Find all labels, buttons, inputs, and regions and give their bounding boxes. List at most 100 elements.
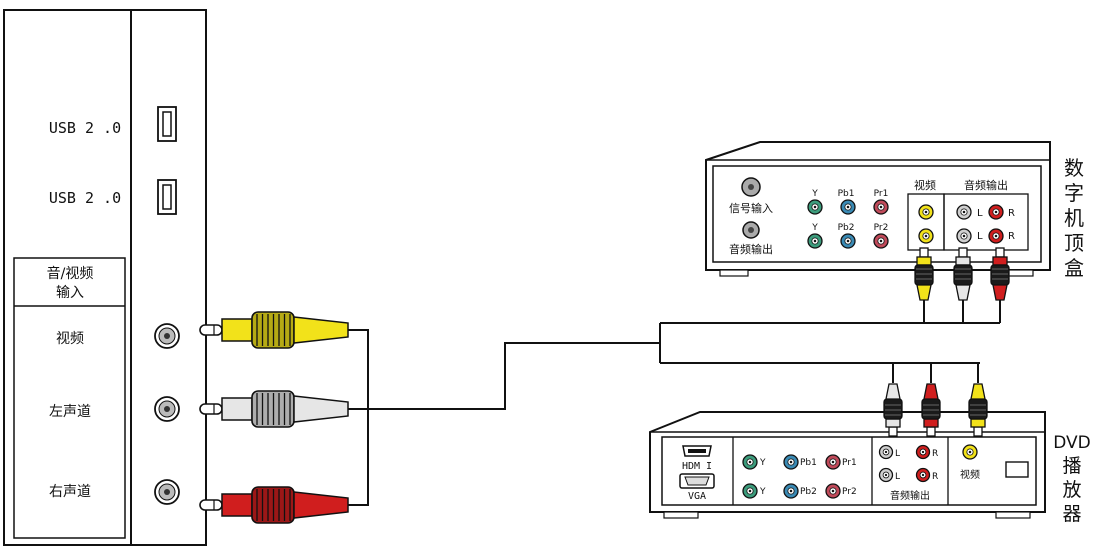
plug-tail — [293, 491, 349, 519]
dvd-y1-label: Y — [759, 458, 766, 468]
right-channel-label: 右声道 — [49, 484, 91, 500]
av-input-label-line1: 音/视频 — [47, 265, 94, 282]
stb-r-label-2: R — [1008, 231, 1015, 242]
tv-right-audio-jack[interactable] — [154, 479, 180, 505]
plug-tail — [992, 284, 1008, 301]
stb-title-char-3: 机 — [1064, 206, 1084, 230]
tv-video-jack[interactable] — [154, 323, 180, 349]
plug-collar — [221, 318, 253, 342]
plug-tail — [885, 383, 901, 400]
stb-audio-l-jack-1[interactable] — [956, 204, 972, 220]
cable-main-run — [368, 342, 660, 410]
stb-white-audio-plug[interactable] — [953, 247, 973, 301]
usb-label-1: USB 2 .0 — [49, 119, 121, 137]
plug-pin — [888, 426, 898, 437]
dvd-title-char-1: 播 — [1062, 455, 1081, 477]
stb-audio-coax-label: 音频输出 — [729, 242, 773, 256]
stb-pr2-jack[interactable] — [873, 233, 889, 249]
stb-audio-l-jack-2[interactable] — [956, 228, 972, 244]
dvd-slot — [1005, 461, 1029, 478]
dvd-pr2-jack[interactable] — [825, 483, 841, 499]
dvd-yellow-video-plug[interactable] — [968, 383, 988, 437]
stb-audio-out-section-label: 音频输出 — [964, 178, 1008, 192]
stb-pb2-label: Pb2 — [838, 223, 855, 233]
plug-grip — [953, 264, 973, 286]
usb-port-1[interactable] — [157, 106, 177, 142]
plug-pin — [199, 403, 223, 415]
stb-l-label-2: L — [977, 231, 983, 242]
dvd-title-char-2: 放 — [1062, 479, 1081, 501]
dvd-r-label-2: R — [932, 472, 938, 482]
plug-collar — [916, 256, 932, 266]
stb-y1-label: Y — [811, 189, 818, 199]
stb-audio-coax-jack[interactable] — [742, 221, 760, 239]
dvd-l-label-1: L — [895, 449, 900, 459]
plug-tail — [916, 284, 932, 301]
stb-red-audio-plug[interactable] — [990, 247, 1010, 301]
set-top-box: 信号输入 音频输出 Y Pb1 Pr1 Y Pb2 Pr2 视频 音频输出 L … — [705, 141, 1084, 280]
white-left-audio-plug[interactable] — [199, 390, 349, 428]
plug-tail — [970, 383, 986, 400]
plug-pin — [199, 499, 223, 511]
stb-signal-input-label: 信号输入 — [729, 201, 773, 215]
dvd-player: HDM I VGA Y Pb1 Pr1 Y Pb2 Pr2 L R L R 音频… — [649, 411, 1091, 525]
av-input-label-line2: 输入 — [56, 285, 84, 301]
dvd-hdmi-port[interactable] — [682, 445, 712, 457]
cable-bundle-tv — [348, 329, 369, 506]
dvd-y1-jack[interactable] — [742, 454, 758, 470]
dvd-audio-l-jack-1[interactable] — [878, 444, 894, 460]
stb-pb1-label: Pb1 — [838, 189, 855, 199]
dvd-pb2-jack[interactable] — [783, 483, 799, 499]
stb-video-out-jack-1[interactable] — [918, 204, 934, 220]
tv-side-panel: USB 2 .0 USB 2 .0 音/视频 输入 视频 左声道 右声道 — [3, 9, 207, 546]
dvd-audio-l-jack-2[interactable] — [878, 467, 894, 483]
dvd-y2-label: Y — [759, 487, 766, 497]
stb-video-out-jack-2[interactable] — [918, 228, 934, 244]
dvd-y2-jack[interactable] — [742, 483, 758, 499]
stb-yellow-video-plug[interactable] — [914, 247, 934, 301]
tv-panel-outline — [3, 9, 207, 546]
dvd-pb1-jack[interactable] — [783, 454, 799, 470]
dvd-title-char-3: 器 — [1062, 503, 1081, 525]
plug-collar — [221, 493, 253, 517]
stb-y2-label: Y — [811, 223, 818, 233]
tv-left-audio-jack[interactable] — [154, 396, 180, 422]
plug-tail — [955, 284, 971, 301]
plug-grip — [921, 398, 941, 420]
stb-audio-box — [943, 193, 1029, 251]
plug-tail — [923, 383, 939, 400]
dvd-audio-r-jack-2[interactable] — [915, 467, 931, 483]
stb-y2-jack[interactable] — [807, 233, 823, 249]
dvd-audio-r-jack-1[interactable] — [915, 444, 931, 460]
stb-pr1-jack[interactable] — [873, 199, 889, 215]
stb-pb2-jack[interactable] — [840, 233, 856, 249]
stb-y1-jack[interactable] — [807, 199, 823, 215]
stb-pr2-label: Pr2 — [874, 223, 889, 233]
dvd-white-audio-plug[interactable] — [883, 383, 903, 437]
plug-collar — [923, 418, 939, 428]
plug-tail — [293, 316, 349, 344]
dvd-pr1-jack[interactable] — [825, 454, 841, 470]
left-channel-label: 左声道 — [49, 404, 91, 420]
stb-pb1-jack[interactable] — [840, 199, 856, 215]
dvd-title-line1: DVD — [1053, 433, 1091, 453]
stb-r-label-1: R — [1008, 208, 1015, 219]
dvd-pr1-label: Pr1 — [842, 458, 857, 468]
plug-pin — [995, 247, 1005, 258]
dvd-red-audio-plug[interactable] — [921, 383, 941, 437]
plug-collar — [955, 256, 971, 266]
red-right-audio-plug[interactable] — [199, 486, 349, 524]
dvd-video-out-jack[interactable] — [962, 444, 978, 460]
yellow-video-plug[interactable] — [199, 311, 349, 349]
stb-audio-r-jack-2[interactable] — [988, 228, 1004, 244]
dvd-vga-port[interactable] — [679, 473, 715, 489]
stb-audio-r-jack-1[interactable] — [988, 204, 1004, 220]
plug-grip — [968, 398, 988, 420]
plug-pin — [973, 426, 983, 437]
stb-title-char-2: 字 — [1064, 181, 1084, 205]
plug-collar — [992, 256, 1008, 266]
usb-port-2[interactable] — [157, 179, 177, 215]
stb-l-label-1: L — [977, 208, 983, 219]
stb-signal-input-jack[interactable] — [741, 177, 761, 197]
